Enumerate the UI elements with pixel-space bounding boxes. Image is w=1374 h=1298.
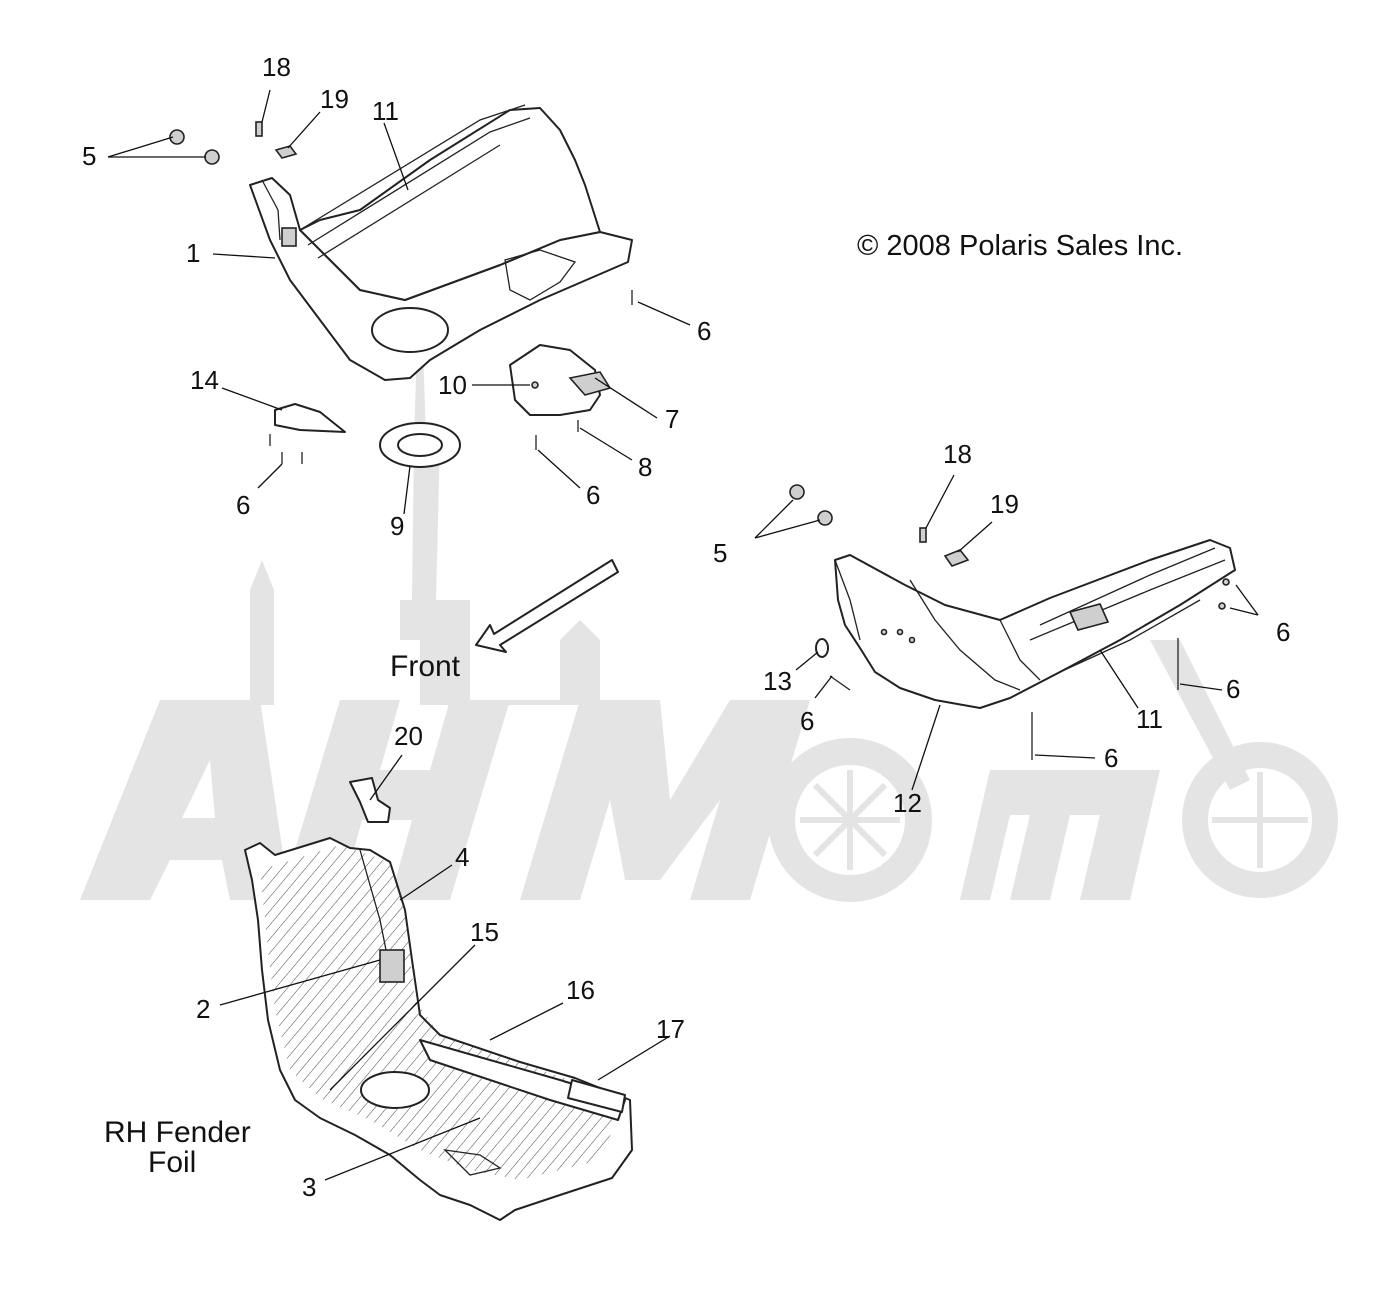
callout-1: 1 — [186, 238, 200, 268]
fender-foil-part-1 — [249, 104, 633, 381]
callout-15: 15 — [470, 917, 499, 947]
callout-6-c: 6 — [236, 490, 250, 520]
callout-6-e: 6 — [800, 706, 814, 736]
bracket-part-14 — [274, 403, 346, 433]
callout-7: 7 — [665, 404, 679, 434]
callout-5-top: 5 — [82, 141, 96, 171]
callout-12: 12 — [893, 788, 922, 818]
fastener-group-upper-left — [169, 121, 633, 464]
callout-19-top: 19 — [320, 84, 349, 114]
callout-5-right: 5 — [713, 538, 727, 568]
copyright-notice: © 2008 Polaris Sales Inc. — [857, 230, 1183, 262]
fastener-group-right — [789, 484, 1230, 760]
callout-13: 13 — [763, 666, 792, 696]
leader-lines — [107, 89, 1259, 1181]
fender-foil-part-12 — [834, 539, 1236, 709]
cover-part-7 — [509, 344, 612, 416]
callout-18-top: 18 — [262, 52, 291, 82]
callout-6-b: 6 — [586, 480, 600, 510]
callout-labels: 18 19 11 5 1 6 10 14 7 8 6 6 9 18 19 5 6… — [82, 52, 1290, 1202]
callout-19-right: 19 — [990, 489, 1019, 519]
front-label: Front — [390, 650, 461, 683]
grommet-part-9 — [379, 422, 461, 468]
callout-11-top: 11 — [372, 96, 399, 126]
assembly-label-line2: Foil — [148, 1146, 196, 1179]
callout-10: 10 — [438, 370, 467, 400]
callout-6-d: 6 — [1276, 617, 1290, 647]
callout-16: 16 — [566, 975, 595, 1005]
callout-14: 14 — [190, 365, 219, 395]
callout-20: 20 — [394, 721, 423, 751]
callout-2: 2 — [196, 994, 210, 1024]
watermark-logo — [80, 250, 1338, 902]
callout-6-g: 6 — [1104, 743, 1118, 773]
callout-8: 8 — [638, 452, 652, 482]
front-arrow — [475, 559, 619, 653]
callout-18-right: 18 — [943, 439, 972, 469]
callout-9: 9 — [390, 511, 404, 541]
callout-6-f: 6 — [1226, 674, 1240, 704]
assembly-label-line1: RH Fender — [104, 1116, 251, 1149]
callout-4: 4 — [455, 842, 469, 872]
callout-17: 17 — [656, 1014, 685, 1044]
callout-6-a: 6 — [697, 316, 711, 346]
callout-11-right: 11 — [1136, 704, 1163, 734]
callout-3: 3 — [302, 1172, 316, 1202]
